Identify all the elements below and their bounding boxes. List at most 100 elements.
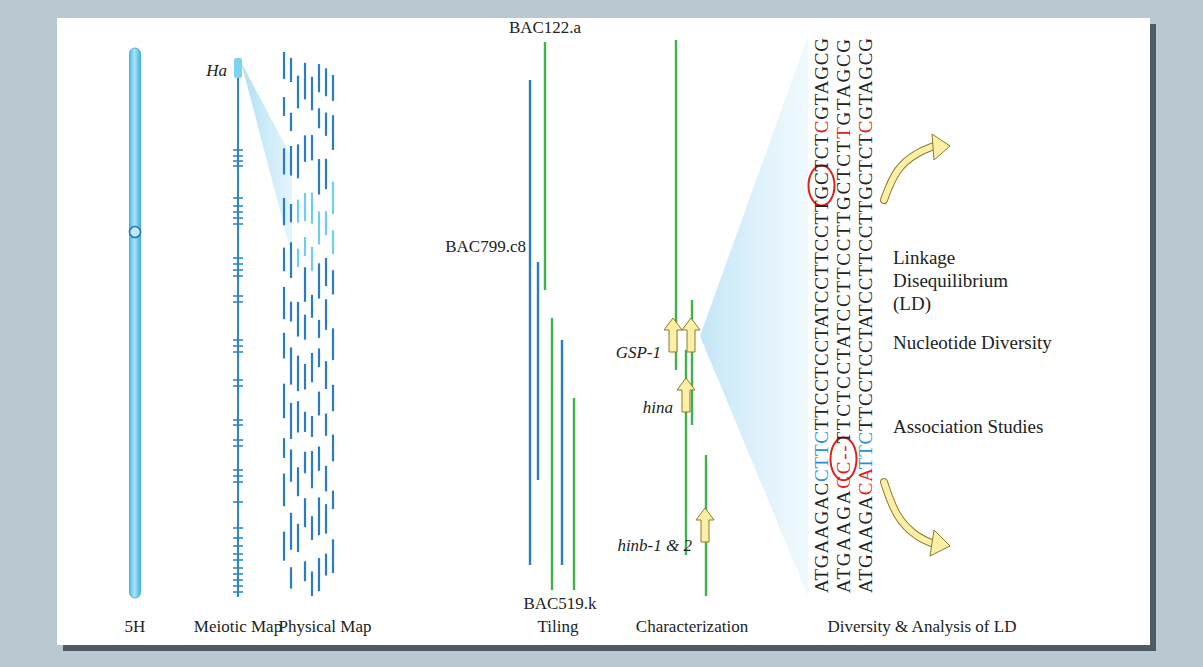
bac-clone [283,532,285,561]
base: A [855,80,876,95]
bac-clone [283,384,285,419]
bac-clone [332,115,334,150]
base: T [855,367,876,379]
base: T [833,167,854,180]
gene-name: hina [643,398,673,418]
base: T [855,264,876,276]
base: A [855,581,876,593]
base: T [855,418,876,430]
base: G [811,510,832,525]
base: C [811,378,832,391]
clone-name: BAC519.k [523,594,596,614]
base: A [855,316,876,328]
meiotic-map-axis [237,60,239,597]
tiling-clone [551,318,553,590]
bac-clone [297,144,299,178]
bac-clone [283,248,285,272]
bac-clone [325,68,327,96]
bac-clone [304,237,306,256]
zoom-fan [700,36,808,596]
bac-clone [325,211,327,235]
bac-clone [311,247,313,271]
bac-clone [283,52,285,79]
bac-clone [290,513,292,550]
bac-clone [304,561,306,581]
curved-arrow [884,482,934,544]
bac-clone [283,198,285,225]
base: C [833,53,854,67]
bac-clone [318,263,320,298]
base: T [811,405,832,417]
base: A [811,581,832,593]
curved-arrow [884,146,934,200]
base: T [833,389,854,402]
base: C [811,238,832,251]
bac-clone [311,193,313,224]
marker-tick [233,573,243,575]
base: T [833,98,854,110]
base: T [811,328,832,339]
tiling-clone [573,398,575,590]
bac-clone [318,159,320,194]
base: C [811,172,832,185]
marker-tick [233,559,243,561]
marker-tick [233,160,243,162]
bac-clone [297,524,299,552]
base: T [855,568,876,580]
gene-arrow [664,318,682,352]
bac-clone [304,498,306,527]
base: A [855,495,876,510]
bac-clone [332,539,334,573]
base: T [811,251,832,263]
base: T [833,279,854,292]
white-panel [57,18,1150,645]
base: A [833,520,854,536]
base: A [833,335,854,348]
bac-clone [304,267,306,302]
marker-tick [233,585,243,587]
base: G [855,185,876,200]
clone-name: BAC799.c8 [445,237,526,257]
bac-clone [311,77,313,110]
clone-name: BAC122.a [509,18,581,38]
curved-arrow-head [930,530,950,556]
analysis-name: Association Studies [893,416,1043,438]
base: A [833,489,854,505]
base: C [833,402,854,416]
base: T [855,133,876,145]
base: C [855,353,876,367]
marker-tick [233,149,243,151]
marker-tick [233,345,243,347]
marker-tick [233,275,243,277]
base: A [855,539,876,554]
zoom-fan [241,62,292,256]
base: C [855,339,876,353]
base: T [833,321,854,334]
bac-clone [283,148,285,174]
base: G [811,554,832,569]
bac-clone [318,392,320,416]
base: G [811,37,832,52]
base: C [811,352,832,365]
column-caption: Tiling [538,617,579,637]
tiling-clone [544,42,546,290]
base: T [811,200,832,212]
curved-arrow [884,146,934,200]
bac-clone [311,572,313,596]
base: T [811,444,832,456]
base: G [855,65,876,80]
marker-tick [233,301,243,303]
base: G [833,551,854,567]
base: A [833,535,854,551]
base: C [855,379,876,393]
bac-clone [297,356,299,391]
bac-clone [304,315,306,340]
bac-clone [318,108,320,128]
tiling-clone [529,80,531,565]
base: G [811,65,832,80]
curved-arrow-head [932,134,950,160]
bac-clone [283,438,285,458]
base: T [833,139,854,152]
bac-clone [318,211,320,244]
bac-clone [283,333,285,359]
